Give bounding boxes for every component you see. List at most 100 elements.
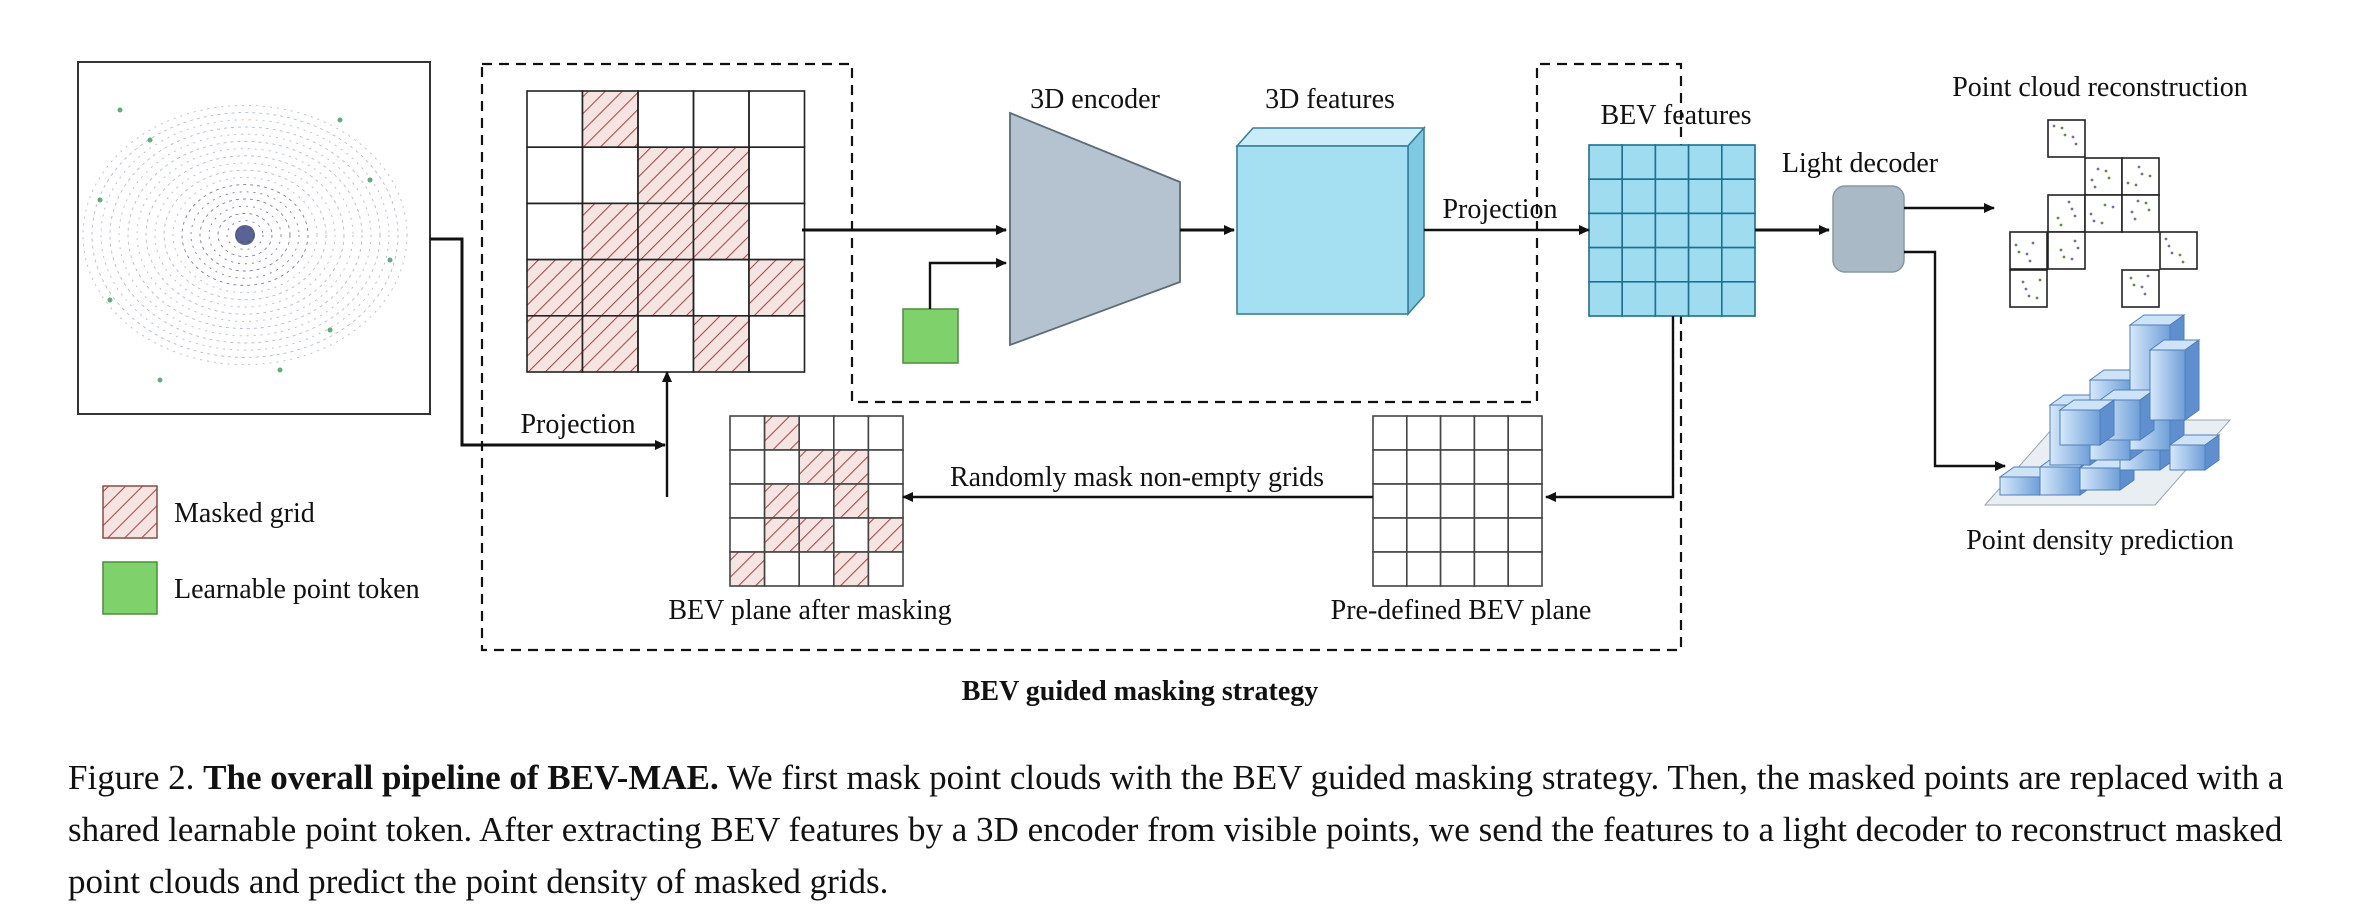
grid-cell	[1621, 144, 1657, 181]
grid-cell	[1621, 178, 1657, 215]
encoder-label: 3D encoder	[1030, 84, 1161, 115]
grid-cell	[729, 449, 766, 485]
grid-cell	[1406, 483, 1442, 519]
strategy-title: BEV guided masking strategy	[962, 676, 1319, 707]
masked-grid-cell	[581, 258, 639, 317]
masked-grid-cell	[526, 314, 584, 373]
grid-cell	[1721, 212, 1756, 249]
random-mask-label: Randomly mask non-empty grids	[950, 462, 1324, 493]
point-density-bars	[1983, 314, 2232, 506]
grid-cell	[1406, 517, 1442, 553]
pc-reconstruction-label: Point cloud reconstruction	[1952, 72, 2248, 103]
masked-grid-cell	[832, 551, 870, 587]
light-decoder-label: Light decoder	[1782, 148, 1939, 179]
masked-grid-cell	[637, 202, 695, 261]
grid-cell	[581, 146, 639, 205]
grid-cell	[1588, 144, 1624, 181]
masked-grid-cell	[581, 90, 639, 149]
reconstruction-patch	[2084, 157, 2123, 196]
grid-cell	[526, 202, 584, 261]
grid-cell	[1687, 212, 1723, 249]
3d-features-cube	[1235, 125, 1426, 317]
reconstruction-patch	[2121, 269, 2160, 308]
grid-cell	[1507, 483, 1543, 519]
legend: Masked grid Learnable point token	[102, 485, 420, 615]
grid-cell	[1507, 551, 1543, 587]
reconstruction-patch	[2047, 231, 2086, 270]
caption-figure-label: Figure 2.	[68, 758, 195, 797]
density-prediction-label: Point density prediction	[1966, 525, 2234, 556]
predefined-bev-plane	[1372, 415, 1543, 587]
grid-cell	[1654, 212, 1690, 249]
grid-cell	[1621, 246, 1657, 283]
grid-cell	[1439, 517, 1476, 553]
legend-point-token-label: Learnable point token	[174, 574, 420, 605]
grid-cell	[1654, 144, 1690, 181]
caption-bold-title: The overall pipeline of BEV-MAE.	[203, 758, 719, 797]
grid-cell	[748, 90, 806, 149]
grid-cell	[1473, 415, 1510, 451]
grid-cell	[832, 517, 870, 553]
masked-grid-cell	[832, 449, 870, 485]
masked-grid-cell	[692, 146, 750, 205]
grid-cell	[1721, 246, 1756, 283]
masked-grid-cell	[637, 146, 695, 205]
bev-features-label: BEV features	[1600, 100, 1751, 131]
grid-cell	[1439, 415, 1476, 451]
grid-cell	[763, 449, 800, 485]
grid-cell	[1406, 449, 1442, 485]
grid-cell	[729, 415, 766, 451]
masked-grid-cell	[798, 449, 835, 485]
grid-cell	[1507, 415, 1543, 451]
grid-cell	[867, 449, 904, 485]
reconstruction-patch	[2121, 157, 2160, 196]
grid-cell	[1588, 280, 1624, 317]
projection-bottom-label: Projection	[520, 409, 635, 440]
figure-caption: Figure 2. The overall pipeline of BEV-MA…	[68, 752, 2318, 908]
grid-cell	[1588, 212, 1624, 249]
grid-cell	[867, 483, 904, 519]
grid-cell	[798, 415, 835, 451]
masked-grid-cell	[748, 258, 806, 317]
grid-cell	[1439, 551, 1476, 587]
grid-cell	[1473, 517, 1510, 553]
grid-cell	[692, 258, 750, 317]
grid-cell	[1588, 178, 1624, 215]
masked-grid-cell	[763, 415, 800, 451]
light-decoder-block	[1832, 185, 1905, 273]
masked-grid-cell	[832, 483, 870, 519]
masked-grid-cell	[692, 202, 750, 261]
grid-cell	[1473, 551, 1510, 587]
grid-cell	[1588, 246, 1624, 283]
bev-grid-with-masks	[526, 90, 806, 373]
grid-cell	[1507, 449, 1543, 485]
grid-cell	[867, 415, 904, 451]
grid-cell	[1721, 144, 1756, 181]
reconstruction-patch	[2121, 194, 2160, 233]
grid-cell	[692, 90, 750, 149]
grid-cell	[1654, 280, 1690, 317]
hatched-square-icon	[102, 485, 158, 539]
grid-cell	[1439, 483, 1476, 519]
projection-top-label: Projection	[1442, 194, 1557, 225]
masked-grid-cell	[526, 258, 584, 317]
grid-cell	[1687, 178, 1723, 215]
input-point-cloud	[77, 61, 431, 415]
masked-grid-cell	[581, 314, 639, 373]
grid-cell	[1372, 415, 1408, 451]
masked-grid-cell	[867, 517, 904, 553]
grid-cell	[1372, 483, 1408, 519]
predefined-bev-label: Pre-defined BEV plane	[1331, 595, 1592, 626]
grid-cell	[798, 551, 835, 587]
masked-grid-cell	[692, 314, 750, 373]
grid-cell	[1372, 551, 1408, 587]
grid-cell	[1372, 517, 1408, 553]
reconstruction-patch	[2047, 194, 2086, 233]
grid-cell	[729, 517, 766, 553]
grid-cell	[1654, 246, 1690, 283]
reconstruction-patch	[2159, 231, 2198, 270]
grid-cell	[1372, 449, 1408, 485]
masking-strategy-box	[480, 62, 1683, 652]
grid-cell	[1473, 483, 1510, 519]
